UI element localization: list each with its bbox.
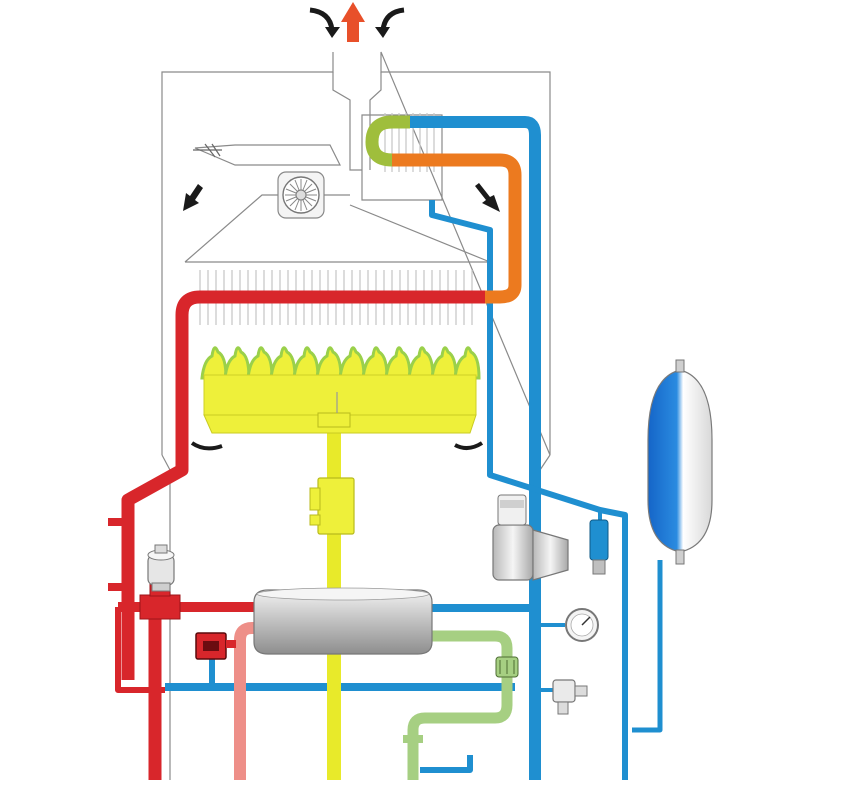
expansion-vessel <box>647 359 713 565</box>
airflow-arrow-left-icon <box>183 184 203 211</box>
flame-icon <box>200 346 481 380</box>
pipe-blue-drop <box>420 755 473 773</box>
exhaust-arrow <box>341 2 365 42</box>
sensor-icon <box>589 519 609 561</box>
gas-valve <box>309 477 355 535</box>
flow-sensor <box>589 519 609 575</box>
plate-heat-exchanger <box>253 587 433 655</box>
flame <box>430 346 458 380</box>
flame <box>200 346 228 380</box>
flame <box>453 346 481 380</box>
ignition-electrode <box>194 144 341 166</box>
pipe-green-dhw <box>407 630 513 780</box>
pipe-red-small <box>115 607 165 693</box>
flame <box>315 346 343 380</box>
pipe-green-coil <box>365 115 410 167</box>
flame <box>384 346 412 380</box>
flow-hook-right-icon <box>454 441 484 450</box>
pipe-stubs <box>108 518 122 591</box>
burner-nozzle <box>317 412 351 428</box>
valve-icon <box>492 524 534 581</box>
pump-icon <box>139 594 181 620</box>
flame <box>407 346 435 380</box>
flame <box>223 346 251 380</box>
burner <box>200 346 481 434</box>
vessel-icon <box>647 369 713 553</box>
pipe-blue-return-main <box>410 116 541 780</box>
pipe-pink-return <box>234 622 262 780</box>
flame <box>246 346 274 380</box>
flame <box>269 346 297 380</box>
flame <box>292 346 320 380</box>
pipe-orange-coil <box>392 153 522 304</box>
flow-hook-left-icon <box>190 441 223 451</box>
tap-icon <box>552 679 576 703</box>
combustion-fan <box>277 171 325 219</box>
cylinder-icon <box>253 589 433 655</box>
burner-body <box>203 374 477 416</box>
flame <box>338 346 366 380</box>
airflow-arrows <box>183 183 500 451</box>
pipe-blue-thin <box>429 200 628 780</box>
pipe-red-flow <box>121 290 490 680</box>
flue-outlet <box>309 2 405 42</box>
intake-arrow-left-head <box>325 27 340 38</box>
airflow-arrow-right-icon <box>475 183 500 212</box>
housing-upper-outline <box>161 51 551 456</box>
valve-icon <box>317 477 355 535</box>
exchanger-box <box>361 114 443 201</box>
flame <box>361 346 389 380</box>
pipe-blue-to-vessel <box>632 560 663 733</box>
automatic-air-vent <box>147 544 175 592</box>
circulation-pump <box>139 579 236 660</box>
diverter-valve <box>492 494 569 581</box>
dhw-flow-sensor <box>495 656 519 678</box>
electrode-tip-icon <box>193 143 222 158</box>
filling-tap <box>552 679 588 715</box>
combustion-chamber-hood <box>184 194 491 263</box>
intake-arrow-right-head <box>375 27 390 38</box>
pressure-gauge <box>565 608 599 642</box>
green-pipe-stubs <box>403 735 423 743</box>
